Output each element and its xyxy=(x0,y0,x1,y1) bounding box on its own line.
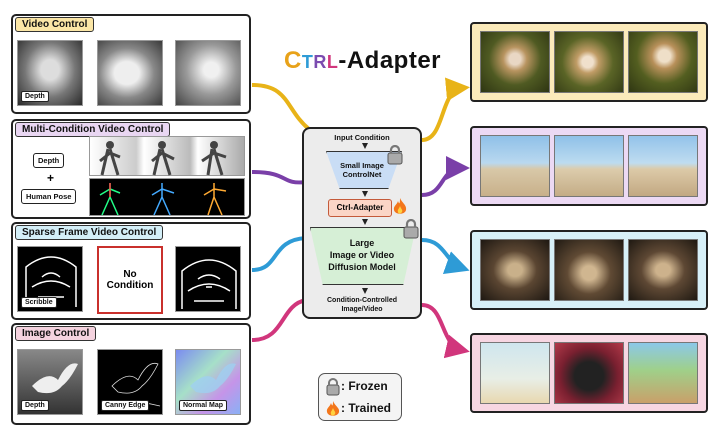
scribble-frame-3 xyxy=(175,246,241,312)
legend-box: : Frozen : Trained xyxy=(318,373,402,421)
arrow-multi-condition xyxy=(251,170,307,185)
input-condition-label: Input Condition xyxy=(334,133,390,142)
ctrl-adapter-label: Ctrl-Adapter xyxy=(336,203,384,212)
arrow-out-video xyxy=(421,77,470,142)
legend-trained: : Trained xyxy=(341,401,392,415)
lock-icon xyxy=(402,218,420,244)
fire-icon xyxy=(325,400,341,423)
condition-tag: Scribble xyxy=(21,297,57,308)
depth-frames-strip xyxy=(89,136,245,176)
output-frame-3 xyxy=(628,239,698,301)
bird-silhouette xyxy=(32,363,78,394)
bird-normal xyxy=(190,363,236,394)
condition-tag: Normal Map xyxy=(179,400,228,411)
output-video-control xyxy=(470,22,708,102)
output-image-normal xyxy=(628,342,698,404)
panel-multi-condition: Multi-Condition Video Control Depth + Hu… xyxy=(11,119,251,219)
human-pose-tag: Human Pose xyxy=(21,189,77,204)
scribble-lines xyxy=(181,259,237,309)
depth-frame-3 xyxy=(175,40,241,106)
output-multi-condition xyxy=(470,126,708,206)
arrow-out-sparse xyxy=(421,238,470,274)
arrow-out-image xyxy=(421,303,470,359)
down-arrow-3 xyxy=(362,219,368,225)
diagram-title: CTRL-Adapter xyxy=(284,47,441,75)
panel-title: Sparse Frame Video Control xyxy=(15,225,164,240)
panel-image-control: Image Control Depth Canny Edge Normal Ma… xyxy=(11,323,251,425)
output-image-canny xyxy=(480,342,550,404)
title-rest: -Adapter xyxy=(338,47,442,74)
panel-sparse-frame: Sparse Frame Video Control Scribble No C… xyxy=(11,222,251,320)
output-frame-2 xyxy=(554,135,624,197)
depth-image: Depth xyxy=(17,349,83,415)
condition-tag: Depth xyxy=(21,91,49,102)
output-frame-1 xyxy=(480,135,550,197)
output-frame-1 xyxy=(480,239,550,301)
lock-icon xyxy=(386,144,404,170)
scribble-frame-1: Scribble xyxy=(17,246,83,312)
depth-frame-1: Depth xyxy=(17,40,83,106)
condition-tag: Depth xyxy=(21,400,49,411)
arrow-out-multi xyxy=(421,156,470,197)
lock-icon xyxy=(325,378,341,401)
no-condition-label: No Condition xyxy=(106,269,154,291)
no-condition-box: No Condition xyxy=(97,246,163,314)
down-arrow-4 xyxy=(362,288,368,294)
depth-tag: Depth xyxy=(33,153,65,168)
legend-frozen: : Frozen xyxy=(341,379,388,393)
output-image-control xyxy=(470,333,708,413)
output-frame-2 xyxy=(554,239,624,301)
down-arrow-2 xyxy=(362,191,368,197)
canny-edge-image: Canny Edge xyxy=(97,349,163,415)
pose-skeletons xyxy=(99,183,227,216)
arrow-video-control xyxy=(251,83,312,132)
title-letter-c: C xyxy=(284,47,302,74)
output-label: Condition-Controlled Image/Video xyxy=(327,297,397,313)
ctrl-adapter-block: Ctrl-Adapter xyxy=(328,199,392,217)
diffusion-model-label: Large Image or Video Diffusion Model xyxy=(328,238,396,272)
panel-title: Multi-Condition Video Control xyxy=(15,122,171,137)
arrow-image-control xyxy=(251,298,307,342)
person-silhouettes xyxy=(99,141,227,176)
title-letter-l: L xyxy=(326,52,339,72)
output-sparse-frame xyxy=(470,230,708,310)
plus-sign: + xyxy=(47,171,55,185)
fire-icon xyxy=(392,197,408,222)
condition-tag: Canny Edge xyxy=(101,400,150,411)
output-frame-3 xyxy=(628,31,698,93)
scribble-lines xyxy=(25,256,77,307)
diffusion-model-block xyxy=(310,227,416,285)
output-image-depth xyxy=(554,342,624,404)
title-letter-t: T xyxy=(301,52,314,72)
output-frame-2 xyxy=(554,31,624,93)
output-frame-3 xyxy=(628,135,698,197)
ctrl-adapter-pipeline: Input Condition Small Image ControlNet C… xyxy=(302,127,422,319)
panel-video-control: Video Control Depth xyxy=(11,14,251,114)
down-arrow-1 xyxy=(362,143,368,149)
small-controlnet-label: Small Image ControlNet xyxy=(340,161,384,179)
normal-map-image: Normal Map xyxy=(175,349,241,415)
title-letter-r: R xyxy=(313,52,327,72)
arrow-sparse-frame xyxy=(251,236,307,272)
panel-title: Video Control xyxy=(15,17,95,32)
output-frame-1 xyxy=(480,31,550,93)
pose-frames-strip xyxy=(89,178,245,216)
depth-frame-2 xyxy=(97,40,163,106)
panel-title: Image Control xyxy=(15,326,97,341)
